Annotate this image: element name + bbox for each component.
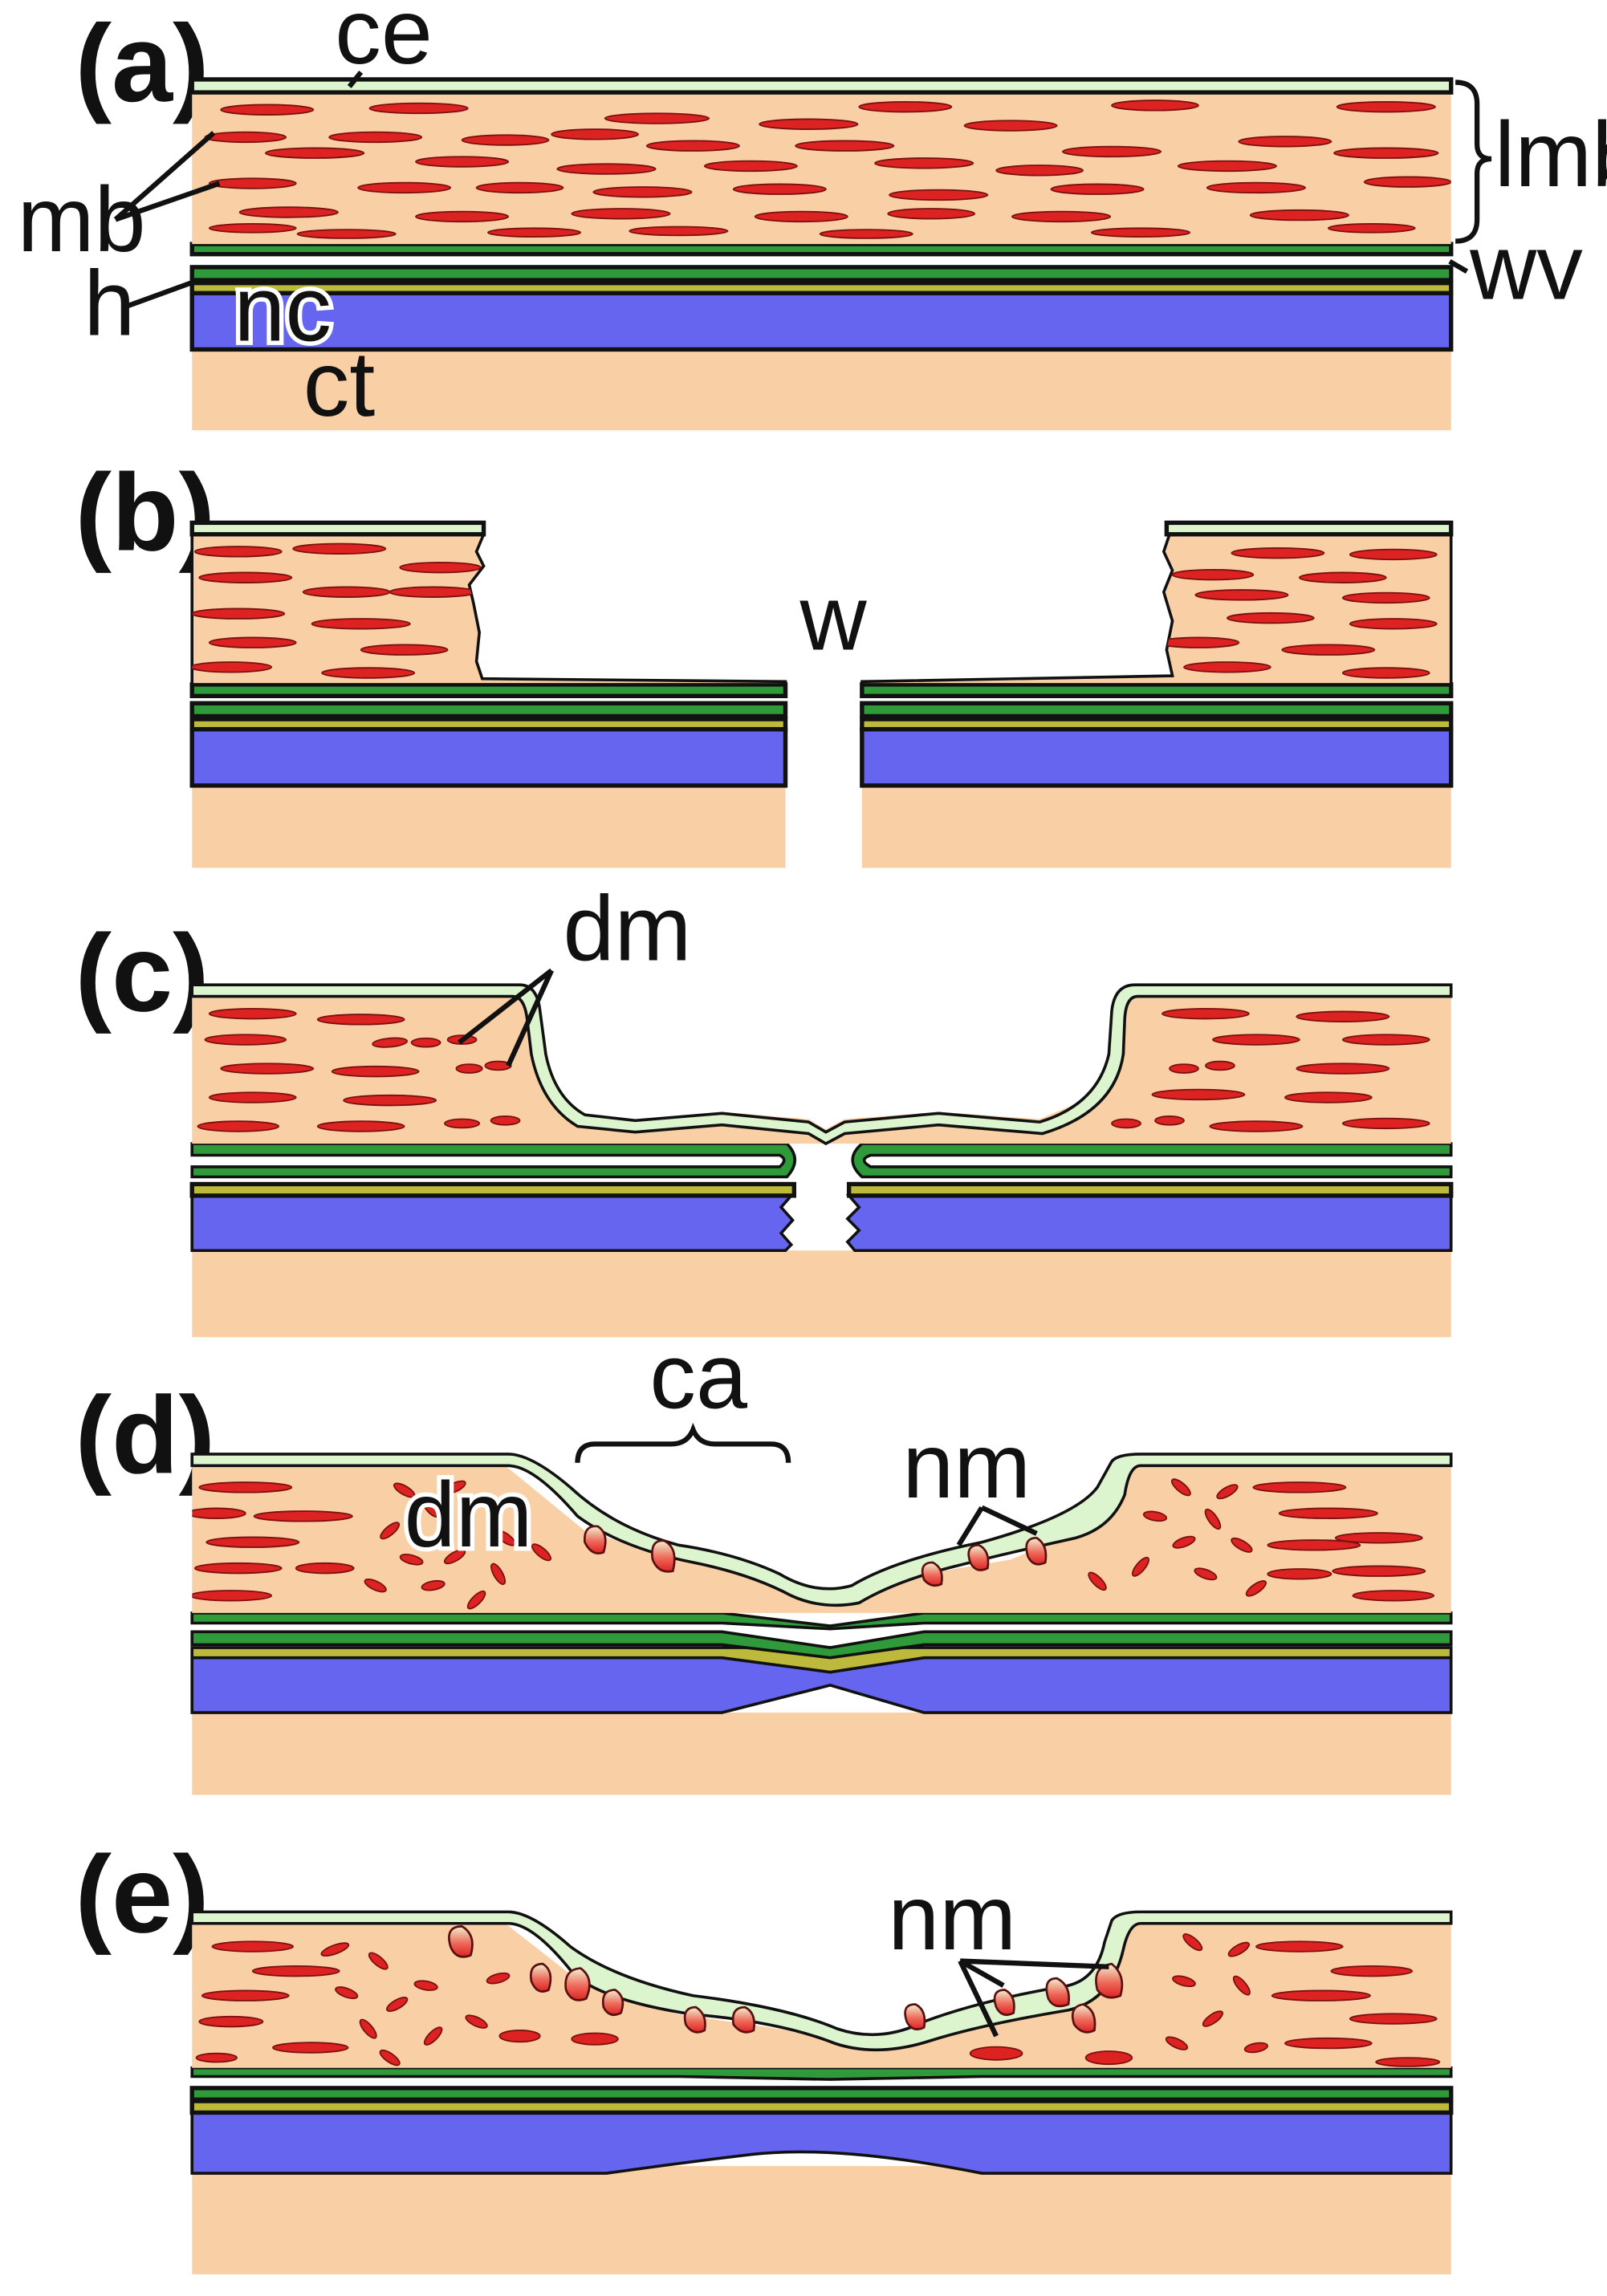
- nc-right: [860, 726, 1454, 788]
- yellow-left-c: [189, 1181, 797, 1198]
- flat-myoblasts-e: [498, 2030, 1133, 2066]
- myoblasts-left: [192, 543, 482, 679]
- panel-label-c: (c): [75, 912, 210, 1034]
- green-lower-d: [190, 1630, 1453, 1660]
- leader-dm-c-2: [506, 969, 554, 1067]
- leader-mb-1: [113, 131, 216, 221]
- green-left-lower: [189, 701, 788, 719]
- ce-left: [189, 520, 486, 537]
- label-nm-e: nm: [888, 1867, 1016, 1969]
- ct-e: [192, 2166, 1451, 2275]
- green-loop-right: [851, 1142, 1453, 1179]
- new-myoblasts-e: [448, 1925, 1124, 2034]
- label-wv: wv: [1469, 216, 1583, 319]
- panel-label-a: (a): [75, 2, 210, 124]
- nc-right-c: [845, 1194, 1453, 1253]
- yellow-left: [189, 717, 788, 732]
- muscle-c: [192, 996, 1451, 1144]
- green-loop-left: [190, 1142, 796, 1179]
- label-lmb: lmb: [1495, 104, 1607, 206]
- label-nm-d: nm: [902, 1415, 1031, 1518]
- label-ca: ca: [649, 1325, 748, 1428]
- panel-c: (c) dm: [75, 878, 1454, 1338]
- ct-c: [192, 1250, 1451, 1338]
- cover-epithelium-d: [190, 1453, 1453, 1607]
- muscle-left: [190, 532, 787, 686]
- connective-tissue-bottom: [192, 349, 1451, 431]
- green-right-lower: [860, 701, 1454, 719]
- yellow-right: [860, 717, 1454, 732]
- leader-nm-e-3: [960, 1958, 1109, 1969]
- leader-h: [126, 280, 192, 309]
- leader-mb-2: [114, 181, 221, 222]
- green-upper-e: [190, 2066, 1453, 2081]
- myoblasts-right: [1157, 547, 1438, 679]
- cover-epithelium-c: [190, 983, 1453, 1146]
- label-ct: ct: [303, 333, 376, 436]
- notochord: [189, 291, 1454, 352]
- leader-ce: [347, 71, 364, 88]
- panel-a: (a) ce lmb mb h nc ct wv: [18, 0, 1607, 436]
- leader-nm-d-2: [980, 1505, 1038, 1536]
- label-mb: mb: [18, 169, 146, 271]
- nc-left-c: [190, 1194, 795, 1253]
- label-dm-c: dm: [563, 878, 692, 981]
- leader-nm-e-1: [958, 1960, 999, 2038]
- green-right-upper: [860, 682, 1454, 698]
- nc-e: [190, 2111, 1453, 2175]
- leader-wv: [1448, 258, 1469, 274]
- ce-right: [1164, 520, 1454, 537]
- ct-right: [861, 785, 1451, 868]
- myoblast-field: [204, 100, 1451, 239]
- green-upper-d: [190, 1611, 1453, 1631]
- new-myoblasts-d: [584, 1525, 1048, 1587]
- brace-ca: [575, 1422, 791, 1463]
- nc-d: [190, 1656, 1453, 1714]
- cover-epithelium: [189, 77, 1454, 95]
- myoblasts-e: [195, 1933, 1441, 2067]
- panel-label-d: (d): [75, 1373, 216, 1496]
- nc-left: [189, 726, 788, 788]
- ct-left: [192, 785, 786, 868]
- myoblasts-d: [192, 1478, 1435, 1610]
- panel-d: (d): [75, 1325, 1453, 1795]
- label-dm-d: dm: [405, 1464, 533, 1567]
- green-left-upper: [189, 682, 788, 698]
- leader-nm-d-1: [956, 1506, 984, 1546]
- green-lower-e: [189, 2086, 1454, 2102]
- label-nc: nc: [234, 258, 332, 361]
- yellow-e: [189, 2099, 1454, 2115]
- leader-nm-e-2: [958, 1958, 1005, 1988]
- label-ce: ce: [335, 0, 433, 83]
- green-layer-upper: [189, 242, 1454, 257]
- myoblasts-c: [197, 1007, 1430, 1132]
- panel-label-e: (e): [75, 1833, 210, 1956]
- ct-d: [192, 1713, 1451, 1795]
- green-layer-lower: [189, 265, 1454, 282]
- panel-e: (e): [75, 1833, 1454, 2275]
- yellow-d: [190, 1646, 1453, 1674]
- label-w: w: [799, 567, 868, 670]
- panel-b: (b) w: [75, 451, 1454, 868]
- yellow-right-c: [846, 1181, 1454, 1198]
- yellow-layer: [189, 280, 1454, 295]
- brace-lmb: [1454, 79, 1492, 244]
- leader-dm-c-1: [458, 968, 554, 1045]
- cover-epithelium-e: [190, 1910, 1453, 2052]
